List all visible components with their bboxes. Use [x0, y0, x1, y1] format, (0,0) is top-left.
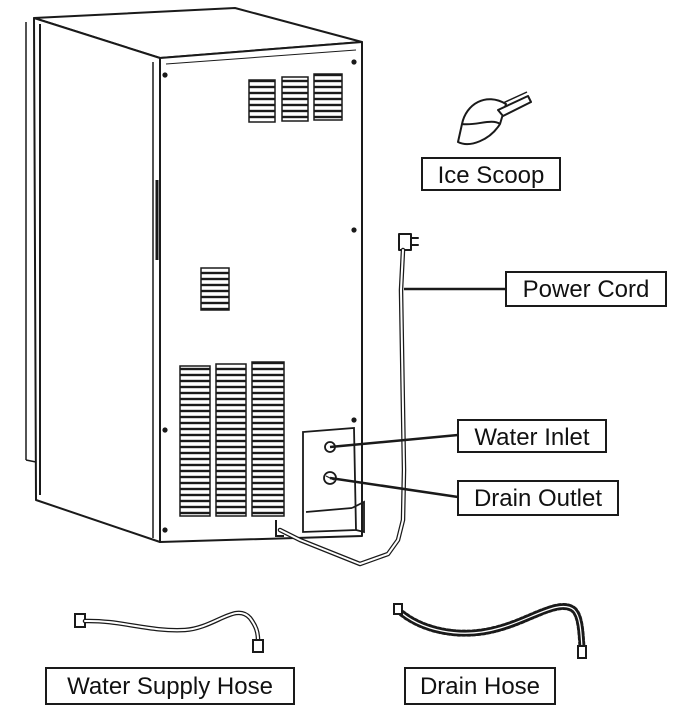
label-ice-scoop: Ice Scoop: [421, 157, 561, 191]
drain-outlet-leader: [329, 476, 459, 499]
svg-text:Water Supply Hose: Water Supply Hose: [67, 673, 273, 700]
svg-text:Power Cord: Power Cord: [523, 276, 650, 303]
svg-text:Drain Outlet: Drain Outlet: [474, 485, 602, 512]
water-supply-hose-icon: [74, 610, 264, 653]
drain-hose-icon: [393, 603, 587, 659]
middle-vent-grille: [200, 267, 230, 311]
power-plug-icon: [398, 233, 412, 251]
leader-lines: [329, 287, 506, 499]
lower-vent-grille: [179, 361, 285, 517]
label-water-inlet: Water Inlet: [457, 419, 607, 453]
label-drain-outlet: Drain Outlet: [457, 480, 619, 516]
label-drain-hose: Drain Hose: [404, 667, 556, 705]
svg-text:Drain Hose: Drain Hose: [420, 673, 540, 700]
svg-text:Water Inlet: Water Inlet: [474, 424, 589, 451]
water-inlet-leader: [329, 433, 459, 449]
power-cord: [277, 233, 419, 567]
label-water-supply-hose: Water Supply Hose: [45, 667, 295, 705]
drain-stub: [275, 520, 284, 537]
ice-scoop-icon: [457, 91, 532, 145]
upper-vent-grille: [248, 73, 343, 123]
connection-panel: [302, 427, 365, 534]
label-power-cord: Power Cord: [505, 271, 667, 307]
svg-text:Ice Scoop: Ice Scoop: [438, 162, 545, 189]
